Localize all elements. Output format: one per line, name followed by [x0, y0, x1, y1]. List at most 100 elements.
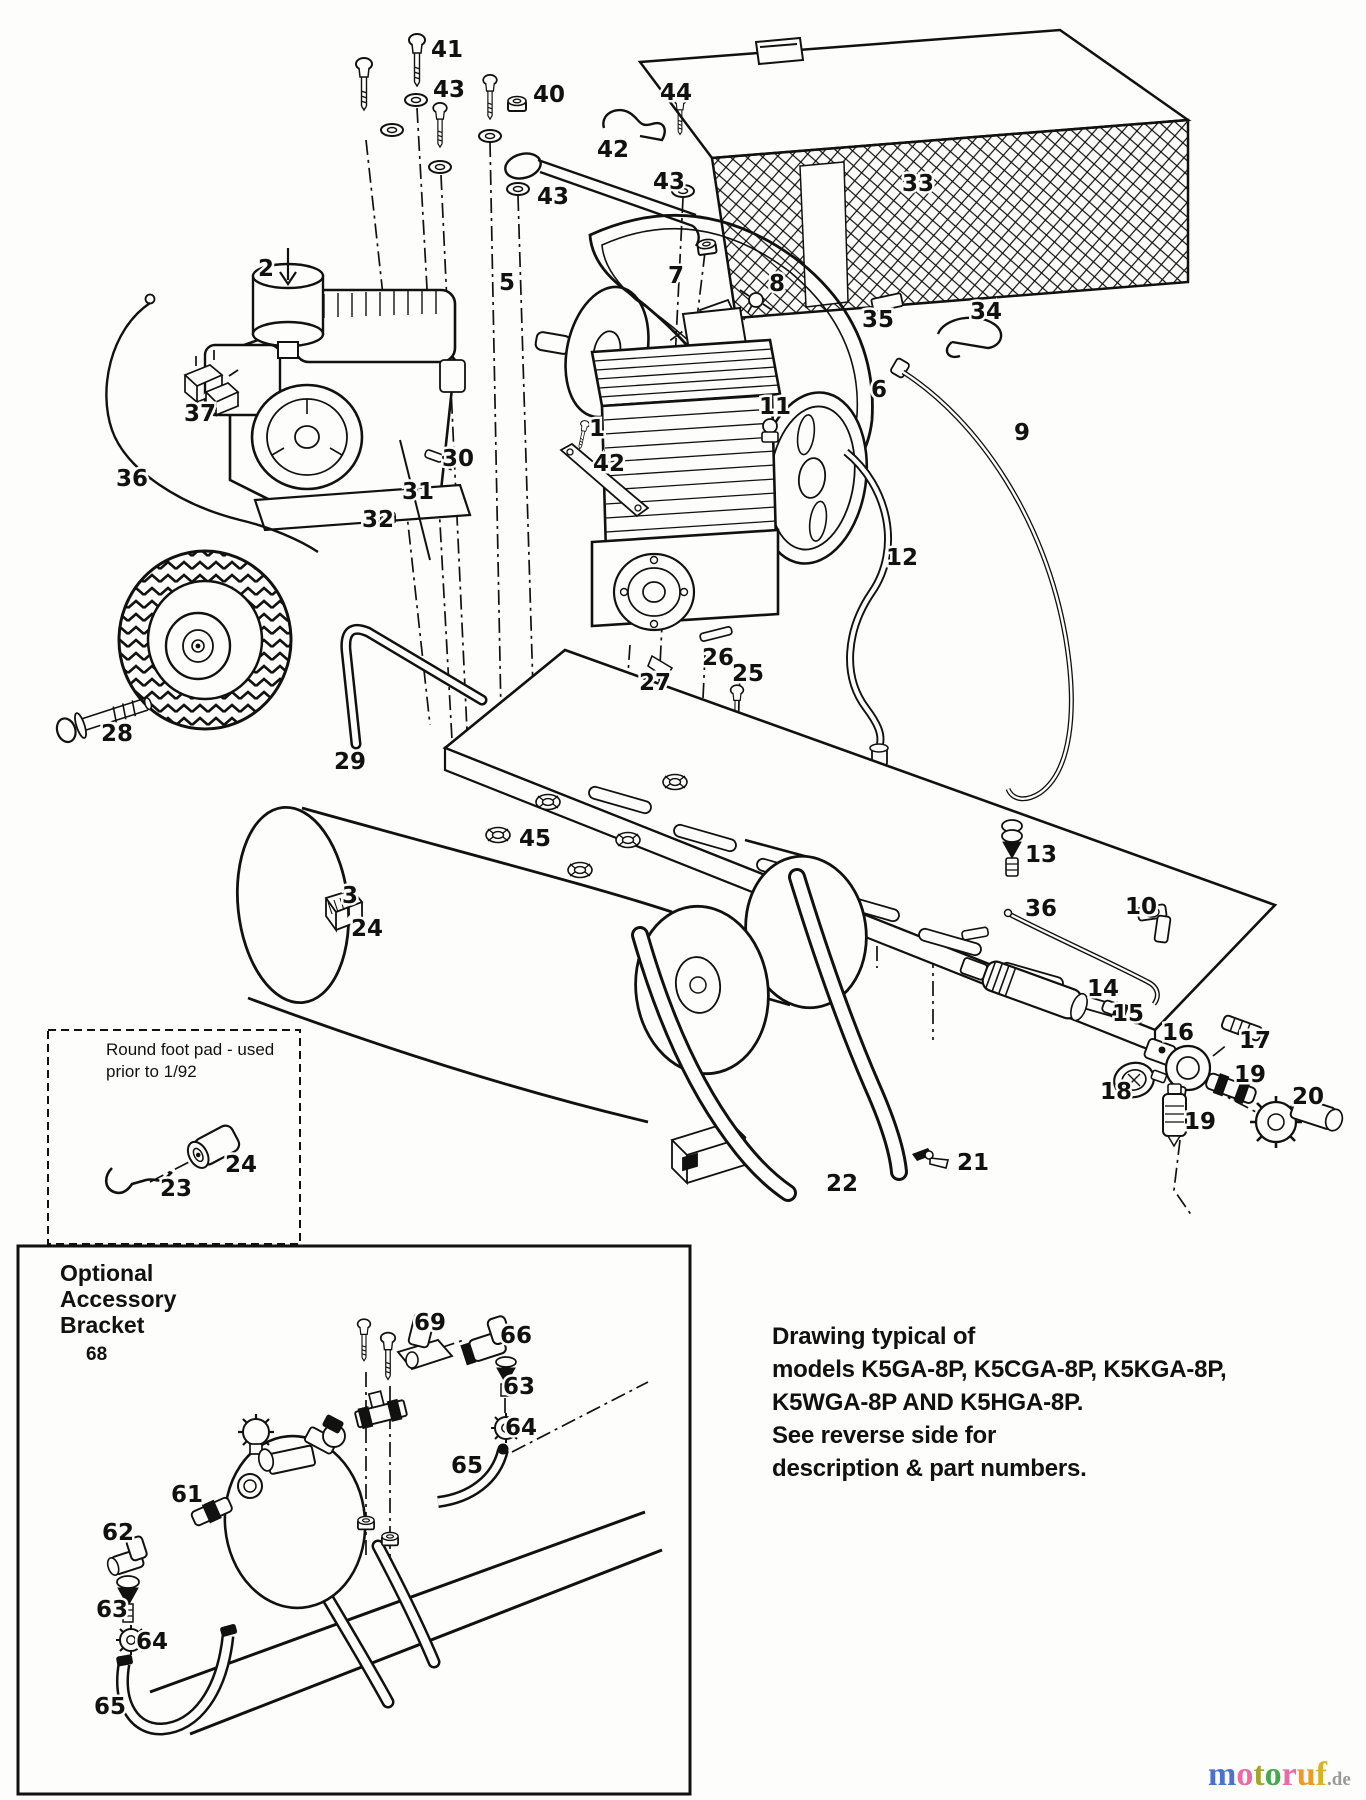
part-label-31: 31	[402, 479, 434, 505]
part-label-3: 3	[342, 883, 358, 909]
check-valve-14	[959, 926, 1088, 1022]
fitting-11	[761, 418, 779, 443]
elbow-66	[460, 1315, 512, 1366]
watermark-letter: r	[1281, 1756, 1297, 1793]
optional-bracket-title: Optional Accessory Bracket	[60, 1260, 177, 1338]
part-label-27: 27	[639, 670, 671, 696]
fitting-13	[1001, 819, 1023, 877]
part-label-61: 61	[171, 1482, 203, 1508]
elbow-fitting-10	[1136, 903, 1172, 944]
part-label-20: 20	[1292, 1084, 1324, 1110]
compressor-pump	[559, 237, 782, 728]
switch-connector-37	[183, 350, 240, 417]
part-label-24: 24	[351, 916, 383, 942]
part-label-1: 1	[589, 416, 605, 442]
part-label-37: 37	[184, 401, 216, 427]
round-foot-pad-note: Round foot pad - used prior to 1/92	[106, 1040, 275, 1081]
watermark-letter: t	[1253, 1756, 1265, 1793]
wheel	[117, 549, 293, 731]
watermark-suffix: .de	[1327, 1769, 1351, 1790]
part-label-63: 63	[503, 1374, 535, 1400]
watermark-letter: o	[1236, 1756, 1254, 1793]
watermark-letter: m	[1208, 1756, 1237, 1793]
filter-19-bottom	[1162, 1083, 1187, 1148]
part-label-65: 65	[94, 1694, 126, 1720]
pump-flywheel	[755, 391, 869, 565]
inset-optional-bracket	[16, 1244, 692, 1796]
part-label-2: 2	[258, 256, 274, 282]
part-label-5: 5	[499, 270, 515, 296]
part-label-44: 44	[660, 80, 692, 106]
hose-65-upper	[437, 1443, 509, 1508]
wire-clip-42	[602, 108, 666, 142]
drain-valve-20	[1250, 1096, 1344, 1148]
belt-guard	[637, 28, 1192, 330]
part-label-43: 43	[537, 184, 569, 210]
elbow-62	[106, 1535, 148, 1577]
part-label-69: 69	[414, 1310, 446, 1336]
note-line: models K5GA-8P, K5CGA-8P, K5KGA-8P,	[772, 1356, 1227, 1383]
nipple-15	[1101, 999, 1143, 1025]
engine-assembly	[105, 248, 472, 561]
part-label-7: 7	[668, 263, 684, 289]
part-label-11: 11	[759, 394, 791, 420]
part-label-22: 22	[826, 1171, 858, 1197]
part-label-62: 62	[102, 1520, 134, 1546]
grip-handles-22	[631, 868, 908, 1202]
nipple-19-right	[1205, 1072, 1257, 1104]
pad-24	[186, 1124, 241, 1169]
part-label-12: 12	[886, 545, 918, 571]
part-label-9: 9	[1014, 420, 1030, 446]
axle-bolt-28	[55, 697, 153, 744]
fitting-17	[1220, 1014, 1264, 1042]
wire-23	[104, 1167, 173, 1195]
part-label-13: 13	[1025, 842, 1057, 868]
part-label-66: 66	[500, 1323, 532, 1349]
part-label-43: 43	[433, 77, 465, 103]
part-label-45: 45	[519, 826, 551, 852]
part-label-41: 41	[431, 37, 463, 63]
motoruf-watermark[interactable]: motoruf.de	[1208, 1756, 1351, 1794]
hose-65-lower	[116, 1624, 238, 1736]
part-label-25: 25	[732, 661, 764, 687]
guard-clip-35	[870, 292, 904, 313]
part-label-17: 17	[1239, 1028, 1271, 1054]
part-label-8: 8	[769, 271, 785, 297]
part-label-63: 63	[96, 1597, 128, 1623]
inset-cross-fitting	[354, 1390, 408, 1430]
part-label-6: 6	[871, 377, 887, 403]
engine-wire-36	[105, 293, 319, 553]
foot-pad-24-square	[324, 888, 364, 933]
mounting-platform	[442, 648, 1278, 1054]
part-label-15: 15	[1112, 1001, 1144, 1027]
part-label-42: 42	[597, 137, 629, 163]
part-label-34: 34	[970, 299, 1002, 325]
hitch-pin-34	[936, 316, 1003, 359]
part-label-10: 10	[1125, 894, 1157, 920]
note-line: K5WGA-8P AND K5HGA-8P.	[772, 1389, 1084, 1416]
watermark-letter: u	[1296, 1756, 1316, 1793]
handle-29	[340, 623, 488, 750]
part-label-35: 35	[862, 307, 894, 333]
part-label-64: 64	[136, 1629, 168, 1655]
part-label-23: 23	[160, 1176, 192, 1202]
part-label-65: 65	[451, 1453, 483, 1479]
inset-valve-cluster	[237, 1414, 346, 1499]
part-label-16: 16	[1162, 1020, 1194, 1046]
part-label-42: 42	[593, 451, 625, 477]
discharge-tube-9	[890, 357, 1074, 802]
note-line: Drawing typical of	[772, 1323, 976, 1350]
part-label-18: 18	[1100, 1079, 1132, 1105]
part-label-33: 33	[902, 171, 934, 197]
optional-bracket-number: 68	[86, 1344, 108, 1365]
fitting-63-upper	[495, 1356, 517, 1397]
part-label-14: 14	[1087, 976, 1119, 1002]
part-label-19: 19	[1234, 1062, 1266, 1088]
fitting-8	[739, 289, 773, 311]
part-label-21: 21	[957, 1150, 989, 1176]
bracket-42	[559, 419, 650, 518]
fitting-61	[190, 1496, 233, 1527]
note-line: See reverse side for	[772, 1422, 997, 1449]
drain-pins	[647, 626, 745, 728]
